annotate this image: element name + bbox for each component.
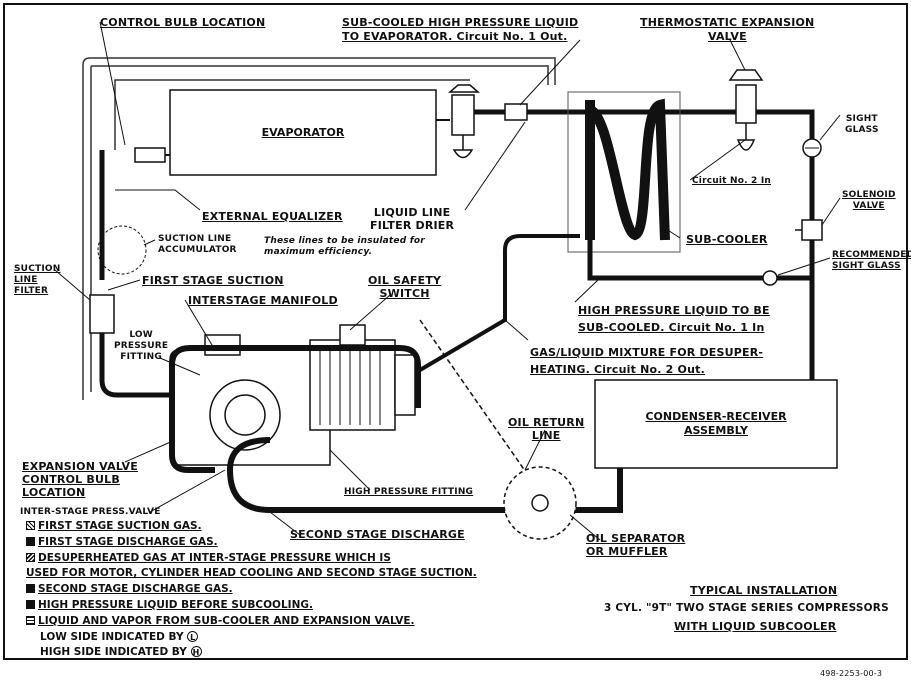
- label-oil-safety-switch: OIL SAFETY SWITCH: [368, 274, 442, 300]
- legend-row-3b: USED FOR MOTOR, CYLINDER HEAD COOLING AN…: [26, 567, 477, 579]
- filter-drier: [504, 103, 528, 121]
- title-line-1: TYPICAL INSTALLATION: [690, 584, 838, 597]
- evaporator-tev: [448, 84, 480, 159]
- label-suction-line-accumulator: SUCTION LINE ACCUMULATOR: [158, 234, 237, 255]
- compressor: [169, 324, 416, 466]
- legend-swatch-6: [26, 616, 35, 625]
- legend-swatch-3: [26, 553, 35, 562]
- solenoid-valve: [801, 219, 823, 241]
- label-expansion-valve-control-bulb: EXPANSION VALVE CONTROL BULB LOCATION: [22, 460, 138, 499]
- legend-swatch-1: [26, 521, 35, 530]
- label-second-stage-discharge: SECOND STAGE DISCHARGE: [290, 528, 465, 541]
- title-line-3: WITH LIQUID SUBCOOLER: [674, 620, 837, 633]
- suction-line-left: [99, 150, 175, 398]
- gas-liquid-mixture-line: [418, 234, 580, 372]
- label-first-stage-suction: FIRST STAGE SUCTION: [142, 274, 284, 287]
- evaporator-box: [169, 89, 437, 176]
- label-sub-cooler: SUB-COOLER: [686, 233, 768, 246]
- outer-frame: [3, 3, 908, 660]
- suction-accumulator: [97, 225, 147, 275]
- high-side-symbol: H: [190, 646, 202, 657]
- drawing-number: 498-2253-00-3: [820, 669, 883, 678]
- legend-swatch-4: [26, 584, 35, 593]
- right-tev: [728, 69, 764, 151]
- label-external-equalizer: EXTERNAL EQUALIZER: [202, 210, 343, 223]
- label-liquid-line-filter-drier: LIQUID LINE FILTER DRIER: [370, 206, 455, 232]
- legend-row-3: DESUPERHEATED GAS AT INTER-STAGE PRESSUR…: [26, 552, 391, 564]
- legend-row-2: FIRST STAGE DISCHARGE GAS.: [26, 536, 218, 548]
- legend-high-side: HIGH SIDE INDICATED BY H: [40, 646, 202, 658]
- label-recommended-sight-glass: RECOMMENDED SIGHT GLASS: [832, 250, 911, 271]
- evaporator-label: EVAPORATOR: [261, 126, 345, 139]
- right-liquid-riser: [756, 109, 815, 380]
- label-insulate-note: These lines to be insulated for maximum …: [264, 236, 425, 257]
- legend-row-6: LIQUID AND VAPOR FROM SUB-COOLER AND EXP…: [26, 615, 415, 627]
- recommended-sight-glass: [762, 270, 778, 286]
- label-high-pressure-fitting: HIGH PRESSURE FITTING: [344, 487, 474, 497]
- label-interstage-press-valve: INTER-STAGE PRESS.VALVE: [20, 507, 161, 517]
- label-interstage-manifold: INTERSTAGE MANIFOLD: [188, 294, 338, 307]
- legend-low-side: LOW SIDE INDICATED BY L: [40, 631, 199, 643]
- label-solenoid-valve: SOLENOID VALVE: [842, 190, 896, 211]
- label-subcooled-line1: SUB-COOLED HIGH PRESSURE LIQUID: [342, 16, 579, 29]
- motor-fins: [319, 345, 381, 425]
- title-line-2: 3 CYL. "9T" TWO STAGE SERIES COMPRESSORS: [604, 602, 889, 614]
- label-tev-line1: THERMOSTATIC EXPANSION: [640, 16, 815, 29]
- second-stage-discharge-line: [226, 437, 510, 513]
- condenser-receiver-box: [594, 379, 838, 469]
- label-sight-glass: SIGHT GLASS: [845, 114, 879, 135]
- label-oil-separator: OIL SEPARATOR OR MUFFLER: [586, 532, 686, 558]
- legend-swatch-5: [26, 600, 35, 609]
- label-low-pressure-fitting: LOW PRESSURE FITTING: [114, 330, 169, 362]
- legend-row-5: HIGH PRESSURE LIQUID BEFORE SUBCOOLING.: [26, 599, 313, 611]
- outer-suction-loop: [82, 57, 556, 400]
- oil-return-line: [419, 319, 531, 479]
- label-tev-line2: VALVE: [708, 30, 747, 43]
- sub-cooler-box: [567, 91, 681, 253]
- label-gas-liquid-mixture: GAS/LIQUID MIXTURE FOR DESUPER- HEATING.…: [530, 346, 764, 376]
- legend-row-4: SECOND STAGE DISCHARGE GAS.: [26, 583, 233, 595]
- interstage-manifold: [169, 345, 421, 408]
- label-oil-return-line: OIL RETURN LINE: [508, 416, 585, 442]
- label-suction-line-filter: SUCTION LINE FILTER: [14, 264, 61, 296]
- leader-lines: [54, 21, 841, 541]
- label-hp-liquid-to-be-subcooled: HIGH PRESSURE LIQUID TO BE SUB-COOLED. C…: [578, 304, 770, 334]
- label-circuit-2-in: Circuit No. 2 In: [692, 176, 772, 186]
- suction-filter: [89, 294, 115, 334]
- hp-liquid-line: [587, 240, 812, 281]
- control-bulb-fitting: [134, 147, 170, 163]
- legend-swatch-2: [26, 537, 35, 546]
- label-control-bulb-location: CONTROL BULB LOCATION: [100, 16, 266, 29]
- label-subcooled-line2: TO EVAPORATOR. Circuit No. 1 Out.: [342, 30, 568, 43]
- low-side-symbol: L: [187, 631, 199, 642]
- legend-row-1: FIRST STAGE SUCTION GAS.: [26, 520, 202, 532]
- sub-cooler-coil: [585, 98, 670, 241]
- condenser-receiver-label: CONDENSER-RECEIVER ASSEMBLY: [645, 410, 787, 437]
